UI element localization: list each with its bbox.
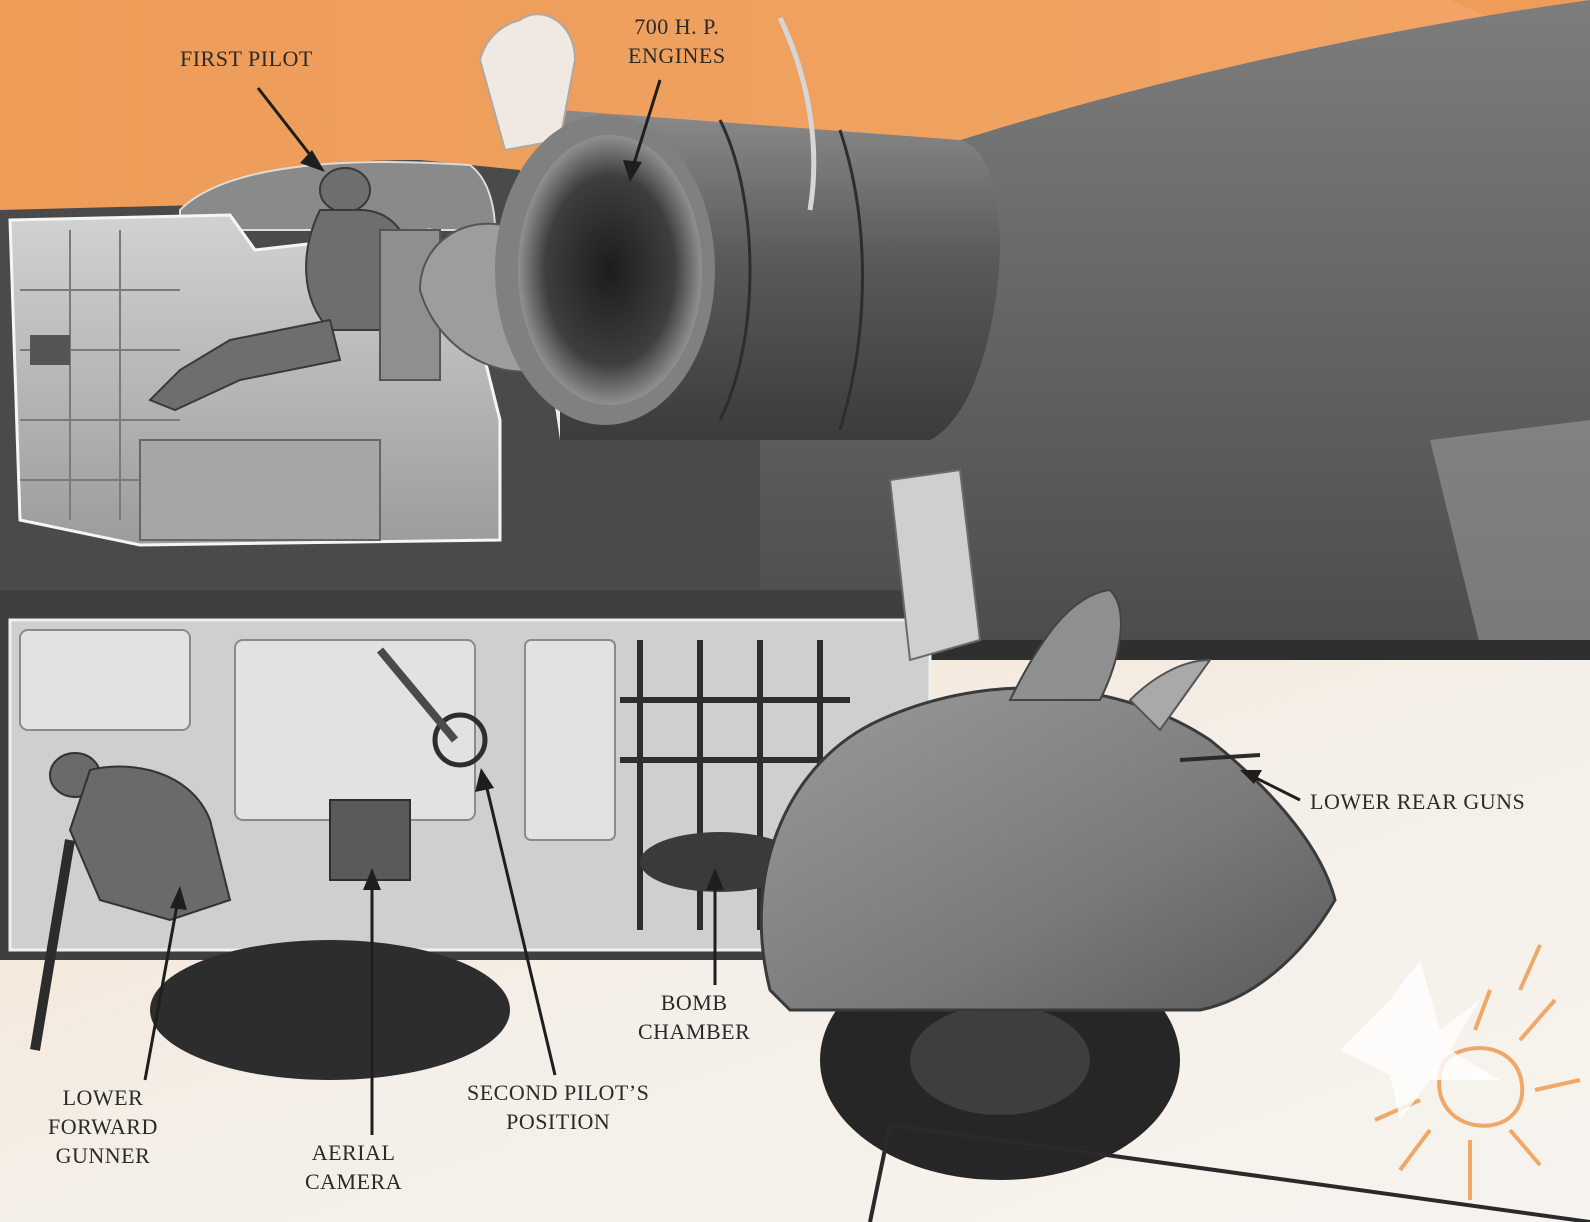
- callout-lower-rear-guns: LOWER REAR GUNS: [1310, 787, 1525, 816]
- callout-lower-forward-gunner: LOWER FORWARD GUNNER: [48, 1083, 158, 1170]
- lower-rear-turret-fender: [759, 686, 1337, 1012]
- ground-shadow-line: [868, 1122, 1590, 1222]
- leader-lower-forward-gunner-arrowhead: [170, 886, 187, 910]
- callout-bomb-chamber: BOMB CHAMBER: [638, 988, 750, 1046]
- leader-lower-rear-guns-arrowhead: [1240, 770, 1262, 784]
- leader-second-pilot-arrowhead: [475, 768, 494, 792]
- leader-engines: [630, 79, 662, 171]
- callout-bomb-chamber-line-1: BOMB: [660, 990, 728, 1015]
- callout-engines-line-2: ENGINES: [628, 43, 726, 68]
- callout-lower-rear-guns-line-1: LOWER REAR GUNS: [1310, 789, 1526, 814]
- instrument-box: [30, 335, 70, 365]
- leader-first-pilot-arrowhead: [300, 150, 325, 172]
- callout-second-pilot: SECOND PILOT’S POSITION: [467, 1078, 649, 1136]
- rear-gun-barrel: [1179, 753, 1261, 762]
- callout-second-pilot-line-2: POSITION: [506, 1109, 611, 1134]
- lower-forward-gunner-figure: [49, 752, 232, 922]
- callout-second-pilot-line-1: SECOND PILOT’S: [467, 1080, 650, 1105]
- engine-cowling-bands: [718, 119, 864, 431]
- leader-aerial-camera-arrowhead: [363, 868, 381, 890]
- leader-lower-forward-gunner: [143, 899, 180, 1081]
- wing-trailing-strip: [760, 640, 1590, 660]
- leader-second-pilot: [483, 779, 557, 1076]
- forward-gun-barrel: [30, 839, 75, 1051]
- main-wheel-forward: [150, 940, 510, 1080]
- callout-aerial-camera: AERIAL CAMERA: [305, 1138, 402, 1196]
- engine-cowling-intake: [518, 135, 702, 405]
- callout-lower-forward-gunner-line-3: GUNNER: [55, 1143, 151, 1168]
- propeller-tip-curve: [777, 16, 817, 211]
- callout-first-pilot-line-1: FIRST PILOT: [180, 46, 313, 71]
- leader-bomb-chamber-arrowhead: [706, 868, 724, 890]
- callout-lower-forward-gunner-line-2: FORWARD: [48, 1114, 158, 1139]
- callout-first-pilot: FIRST PILOT: [180, 44, 313, 73]
- main-wheel-hub: [910, 1005, 1090, 1115]
- callout-bomb-chamber-line-2: CHAMBER: [638, 1019, 751, 1044]
- callout-engines: 700 H. P. ENGINES: [628, 12, 726, 70]
- turret-strut: [1128, 658, 1212, 732]
- leader-engines-arrowhead: [623, 160, 642, 182]
- callout-aerial-camera-line-2: CAMERA: [305, 1169, 403, 1194]
- bomb-shape: [640, 832, 800, 892]
- white-burst-shape: [1340, 960, 1500, 1120]
- callout-leaders: [143, 79, 1301, 1135]
- wing-underside-panel: [1430, 420, 1590, 645]
- callout-lower-forward-gunner-line-1: LOWER: [62, 1085, 144, 1110]
- leader-lower-rear-guns: [1249, 773, 1301, 802]
- cockpit-console: [139, 439, 381, 541]
- handwheel: [432, 712, 488, 768]
- aerial-camera-box: [329, 799, 411, 881]
- callout-engines-line-1: 700 H. P.: [634, 14, 720, 39]
- leader-first-pilot: [256, 87, 320, 166]
- control-column: [376, 647, 459, 743]
- turret-fin: [1008, 588, 1122, 701]
- propeller-blade-upper: [478, 13, 577, 152]
- callout-aerial-camera-line-1: AERIAL: [311, 1140, 396, 1165]
- wing-strut-panel: [888, 468, 982, 662]
- flak-burst: [1374, 944, 1581, 1200]
